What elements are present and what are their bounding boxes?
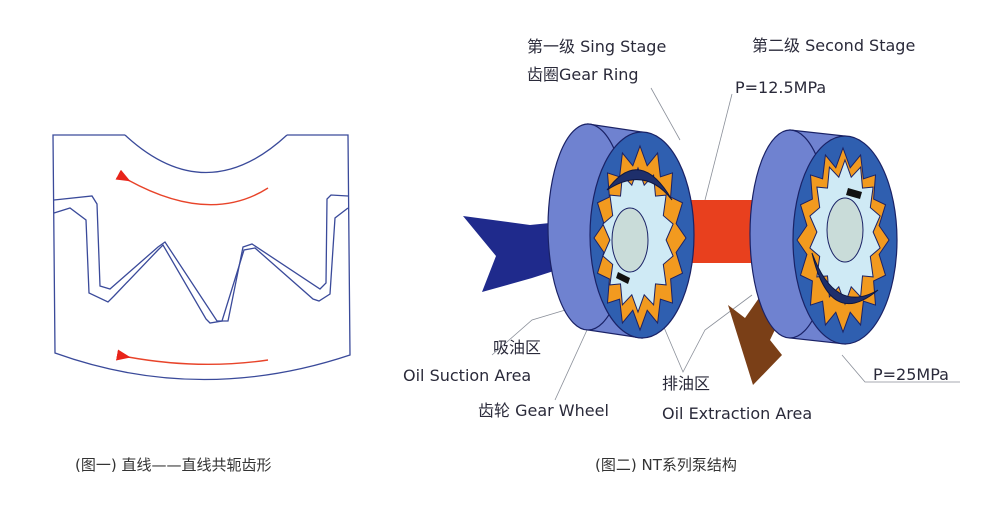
label-first-stage: 第一级 Sing Stage [527, 37, 666, 56]
gear-arc [124, 134, 288, 173]
ring-profile [53, 194, 349, 322]
second-stage-disc [749, 129, 898, 345]
crescent [606, 169, 673, 201]
rotation-arrow-upper [115, 169, 269, 206]
label-extraction-cn: 排油区 [662, 374, 710, 393]
profile-frame [52, 134, 351, 381]
label-extraction-en: Oil Extraction Area [662, 404, 812, 423]
gear-profile [53, 207, 349, 324]
crescent [811, 252, 879, 305]
label-second-stage: 第二级 Second Stage [752, 36, 915, 55]
label-suction-cn: 吸油区 [493, 338, 541, 357]
hub-key [616, 272, 630, 284]
gear-hub [611, 207, 649, 273]
label-pressure-mid: P=12.5MPa [735, 78, 826, 97]
transfer-flow [690, 200, 760, 263]
label-suction-en: Oil Suction Area [403, 366, 531, 385]
tooth-profile-figure [52, 134, 351, 381]
figure1-caption: (图一) 直线——直线共轭齿形 [75, 456, 271, 474]
leader-lines [491, 87, 960, 401]
rotation-arrow-lower [115, 349, 269, 366]
gear-hub [826, 197, 864, 263]
label-gear-wheel: 齿轮 Gear Wheel [478, 401, 609, 420]
label-pressure-out: P=25MPa [873, 365, 949, 384]
label-gear-ring: 齿圈Gear Ring [527, 65, 639, 84]
inlet-arrow [463, 216, 563, 292]
hub-key [846, 188, 862, 199]
first-stage-disc [547, 123, 695, 339]
figure2-caption: (图二) NT系列泵结构 [595, 456, 737, 474]
